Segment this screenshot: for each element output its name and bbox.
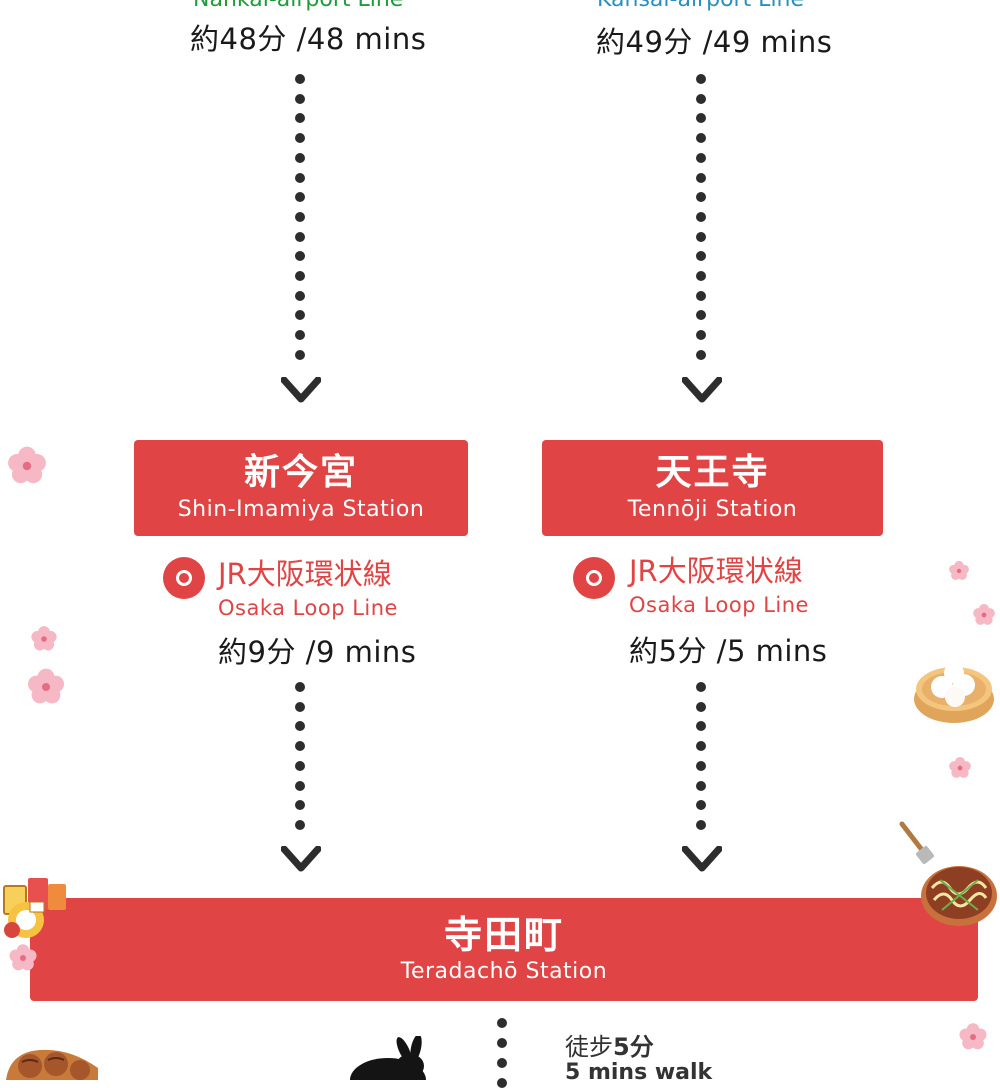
station-box-tennoji: 天王寺 Tennōji Station <box>542 440 883 536</box>
path-dot <box>295 310 305 321</box>
path-dot <box>696 330 706 341</box>
left-line-name: Nankai-airport Line <box>193 0 403 12</box>
path-dot <box>295 93 305 104</box>
transfer-line-jp: JR大阪環状線 <box>218 557 392 591</box>
path-dot <box>696 74 706 84</box>
path-dot <box>696 172 706 183</box>
chevron-down-icon <box>281 377 321 403</box>
walk-time-jp: 徒步5分 <box>565 1027 654 1062</box>
path-dot <box>295 349 305 360</box>
rabbit-icon <box>350 1036 426 1080</box>
path-dot <box>696 93 706 104</box>
path-dot <box>696 721 706 732</box>
path-dot <box>295 113 305 124</box>
chevron-down-icon <box>682 377 722 403</box>
takoyaki-icon <box>6 1049 98 1080</box>
cherry-blossom-icon <box>959 1023 987 1050</box>
walk-dotted-path <box>497 1018 507 1088</box>
transfer-time: 約9分 /9 mins <box>218 635 417 669</box>
destination-name-jp: 寺田町 <box>443 913 564 957</box>
path-dot <box>295 271 305 281</box>
path-dot <box>295 760 305 771</box>
okonomiyaki-icon <box>921 866 997 926</box>
right-line-name: Kansai-airport Line <box>597 0 804 12</box>
path-dot <box>696 290 706 301</box>
station-name-en: Tennōji Station <box>627 497 798 522</box>
path-dot <box>295 74 305 84</box>
cherry-blossom-icon <box>8 446 46 484</box>
walk-time-en: 5 mins walk <box>565 1060 713 1085</box>
transfer-line-jp: JR大阪環状線 <box>629 554 803 588</box>
path-dot <box>497 1058 507 1068</box>
walk-minutes: 5分 <box>613 1033 654 1061</box>
station-name-jp: 天王寺 <box>655 452 770 493</box>
path-dot <box>497 1038 507 1048</box>
path-dot <box>295 800 305 811</box>
cherry-blossom-icon <box>9 944 37 971</box>
loop-line-icon <box>163 557 205 599</box>
station-box-shin-imamiya: 新今宮 Shin-Imamiya Station <box>134 440 468 536</box>
cherry-blossom-icon <box>28 668 64 704</box>
transfer-time: 約5分 /5 mins <box>629 634 828 668</box>
path-dot <box>696 819 706 830</box>
path-dot <box>696 310 706 321</box>
left-ride-time: 約48分 /48 mins <box>190 22 427 56</box>
path-dot <box>295 780 305 791</box>
cherry-blossom-icon <box>949 560 969 581</box>
path-dot <box>696 113 706 124</box>
chevron-down-icon <box>682 846 722 872</box>
path-dot <box>696 741 706 752</box>
path-dot <box>696 133 706 144</box>
path-dot <box>696 780 706 791</box>
path-dot <box>295 721 305 732</box>
left-dotted-path-2 <box>295 682 305 832</box>
path-dot <box>295 741 305 752</box>
transfer-line-en: Osaka Loop Line <box>218 596 398 620</box>
path-dot <box>696 152 706 163</box>
lucky-charm-icon <box>3 878 66 938</box>
path-dot <box>696 251 706 262</box>
path-dot <box>696 349 706 360</box>
path-dot <box>696 271 706 281</box>
path-dot <box>696 682 706 692</box>
right-ride-time: 約49分 /49 mins <box>596 25 833 59</box>
station-name-en: Shin-Imamiya Station <box>177 497 425 522</box>
destination-name-en: Teradachō Station <box>400 959 608 984</box>
path-dot <box>295 682 305 692</box>
right-dotted-path-1 <box>696 74 706 364</box>
dumpling-steamer-icon <box>914 663 994 723</box>
path-dot <box>295 133 305 144</box>
path-dot <box>696 760 706 771</box>
path-dot <box>295 251 305 262</box>
chevron-down-icon <box>281 846 321 872</box>
path-dot <box>696 192 706 203</box>
spatula-icon <box>899 821 935 865</box>
path-dot <box>696 211 706 222</box>
path-dot <box>295 172 305 183</box>
path-dot <box>696 231 706 242</box>
left-dotted-path-1 <box>295 74 305 364</box>
transfer-line-en: Osaka Loop Line <box>629 593 809 617</box>
cherry-blossom-icon <box>949 756 971 778</box>
path-dot <box>295 152 305 163</box>
path-dot <box>295 211 305 222</box>
path-dot <box>295 701 305 712</box>
loop-line-icon <box>573 557 615 599</box>
cherry-blossom-icon <box>31 626 57 651</box>
cherry-blossom-icon <box>973 603 995 625</box>
path-dot <box>295 192 305 203</box>
right-dotted-path-2 <box>696 682 706 832</box>
path-dot <box>696 800 706 811</box>
path-dot <box>497 1018 507 1028</box>
station-name-jp: 新今宮 <box>243 452 358 493</box>
path-dot <box>295 290 305 301</box>
destination-box-teradacho: 寺田町 Teradachō Station <box>30 898 978 1001</box>
path-dot <box>295 231 305 242</box>
path-dot <box>295 330 305 341</box>
walk-prefix: 徒步 <box>565 1033 613 1061</box>
path-dot <box>295 819 305 830</box>
path-dot <box>696 701 706 712</box>
